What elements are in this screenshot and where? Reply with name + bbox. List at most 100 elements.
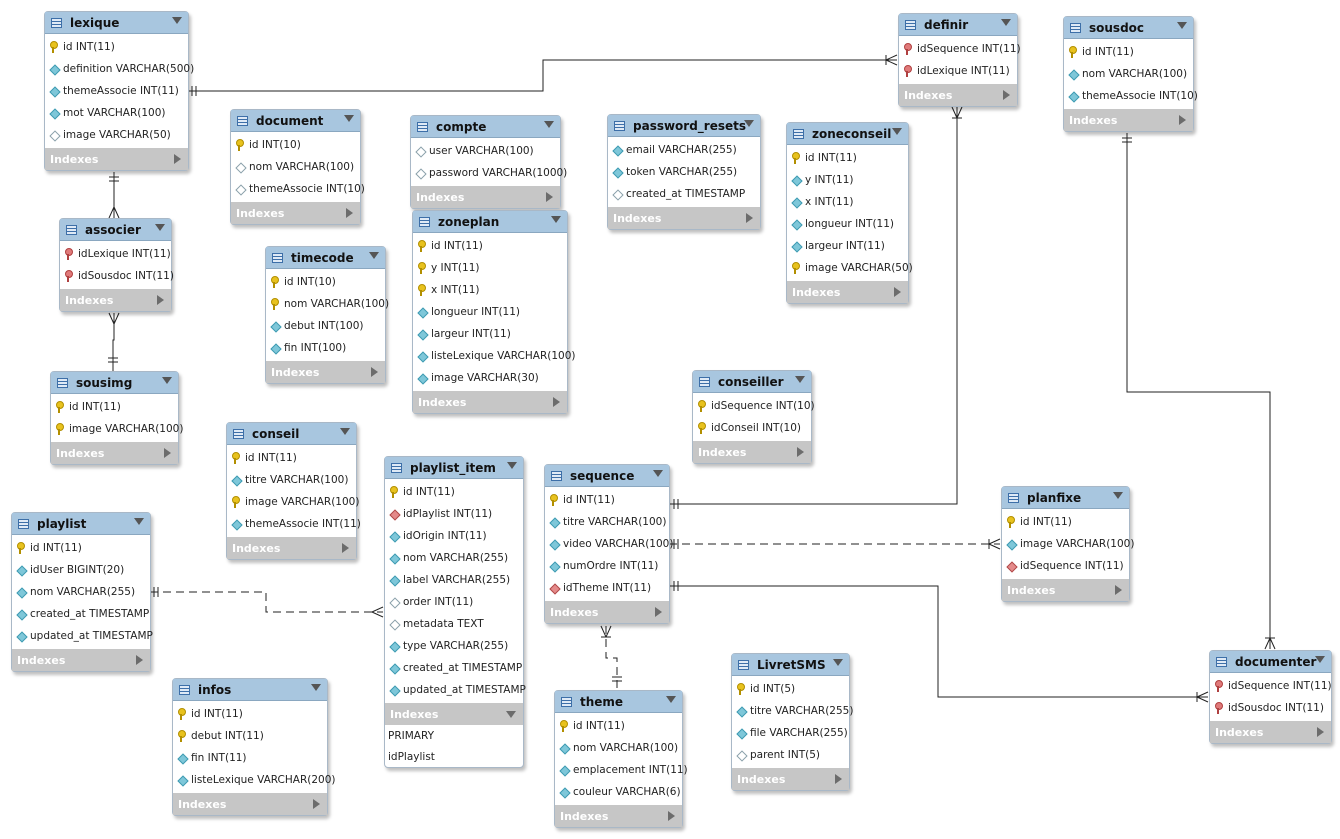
table-header[interactable]: infos: [173, 679, 327, 701]
column-row[interactable]: id INT(11): [12, 537, 150, 559]
table-header[interactable]: definir: [899, 14, 1017, 36]
collapse-toggle-icon[interactable]: [1113, 492, 1123, 499]
indexes-section[interactable]: Indexes: [1210, 721, 1331, 743]
expand-arrow-icon[interactable]: [655, 607, 662, 617]
table-header[interactable]: documenter: [1210, 651, 1331, 673]
column-row[interactable]: titre VARCHAR(100): [227, 469, 356, 491]
column-row[interactable]: nom VARCHAR(255): [12, 581, 150, 603]
table-header[interactable]: zoneplan: [413, 211, 567, 233]
expand-arrow-icon[interactable]: [157, 295, 164, 305]
column-row[interactable]: id INT(11): [51, 396, 178, 418]
collapse-toggle-icon[interactable]: [1315, 656, 1325, 663]
column-row[interactable]: x INT(11): [787, 191, 908, 213]
column-row[interactable]: largeur INT(11): [787, 235, 908, 257]
column-row[interactable]: idSousdoc INT(11): [60, 265, 174, 287]
column-row[interactable]: y INT(11): [787, 169, 908, 191]
column-row[interactable]: idUser BIGINT(20): [12, 559, 150, 581]
column-row[interactable]: fin INT(100): [266, 337, 385, 359]
column-row[interactable]: themeAssocie INT(11): [45, 80, 188, 102]
column-row[interactable]: metadata TEXT: [385, 613, 523, 635]
table-header[interactable]: compte: [411, 116, 560, 138]
column-row[interactable]: idLexique INT(11): [60, 243, 171, 265]
indexes-section[interactable]: Indexes: [1064, 109, 1193, 131]
collapse-toggle-icon[interactable]: [544, 121, 554, 128]
expand-arrow-icon[interactable]: [746, 213, 753, 223]
column-row[interactable]: debut INT(11): [173, 725, 327, 747]
column-row[interactable]: idOrigin INT(11): [385, 525, 523, 547]
column-row[interactable]: id INT(11): [413, 235, 567, 257]
column-row[interactable]: id INT(10): [266, 271, 385, 293]
expand-arrow-icon[interactable]: [1003, 90, 1010, 100]
column-row[interactable]: id INT(10): [231, 134, 360, 156]
column-row[interactable]: numOrdre INT(11): [545, 555, 669, 577]
column-row[interactable]: created_at TIMESTAMP: [12, 603, 150, 625]
column-row[interactable]: nom VARCHAR(100): [231, 156, 360, 178]
indexes-section[interactable]: Indexes: [545, 601, 669, 623]
column-row[interactable]: idSequence INT(11): [1210, 675, 1332, 697]
indexes-section[interactable]: Indexes: [899, 84, 1017, 106]
table-header[interactable]: password_resets: [608, 115, 760, 137]
table-header[interactable]: document: [231, 110, 360, 132]
column-row[interactable]: idSequence INT(11): [899, 38, 1021, 60]
column-row[interactable]: themeAssocie INT(10): [231, 178, 365, 200]
collapse-toggle-icon[interactable]: [344, 115, 354, 122]
column-row[interactable]: video VARCHAR(100): [545, 533, 673, 555]
expand-arrow-icon[interactable]: [1179, 115, 1186, 125]
column-row[interactable]: idTheme INT(11): [545, 577, 669, 599]
collapse-toggle-icon[interactable]: [172, 17, 182, 24]
indexes-section[interactable]: Indexes: [12, 649, 150, 671]
indexes-section[interactable]: Indexes: [1002, 579, 1129, 601]
table-header[interactable]: playlist_item: [385, 457, 523, 479]
table-header[interactable]: playlist: [12, 513, 150, 535]
indexes-section[interactable]: Indexes: [173, 793, 327, 815]
column-row[interactable]: id INT(11): [787, 147, 908, 169]
collapse-toggle-icon[interactable]: [744, 120, 754, 127]
column-row[interactable]: themeAssocie INT(11): [227, 513, 361, 535]
column-row[interactable]: emplacement INT(11): [555, 759, 688, 781]
column-row[interactable]: id INT(11): [1064, 41, 1193, 63]
collapse-toggle-icon[interactable]: [155, 224, 165, 231]
column-row[interactable]: listeLexique VARCHAR(200): [173, 769, 335, 791]
indexes-section[interactable]: Indexes: [608, 207, 760, 229]
column-row[interactable]: image VARCHAR(100): [51, 418, 183, 440]
column-row[interactable]: user VARCHAR(100): [411, 140, 560, 162]
expand-arrow-icon[interactable]: [797, 447, 804, 457]
collapse-toggle-icon[interactable]: [340, 428, 350, 435]
indexes-section[interactable]: Indexes: [385, 703, 523, 725]
expand-arrow-icon[interactable]: [1317, 727, 1324, 737]
expand-arrow-icon[interactable]: [136, 655, 143, 665]
column-row[interactable]: created_at TIMESTAMP: [385, 657, 523, 679]
column-row[interactable]: image VARCHAR(100): [227, 491, 359, 513]
column-row[interactable]: updated_at TIMESTAMP: [385, 679, 526, 701]
expand-arrow-icon[interactable]: [835, 774, 842, 784]
indexes-section[interactable]: Indexes: [266, 361, 385, 383]
expanded-arrow-icon[interactable]: [506, 711, 516, 718]
table-header[interactable]: LivretSMS: [732, 654, 849, 676]
column-row[interactable]: id INT(11): [385, 481, 523, 503]
indexes-section[interactable]: Indexes: [60, 289, 171, 311]
column-row[interactable]: id INT(5): [732, 678, 849, 700]
column-row[interactable]: image VARCHAR(100): [1002, 533, 1134, 555]
expand-arrow-icon[interactable]: [894, 287, 901, 297]
collapse-toggle-icon[interactable]: [311, 684, 321, 691]
collapse-toggle-icon[interactable]: [666, 696, 676, 703]
table-header[interactable]: sousdoc: [1064, 17, 1193, 39]
column-row[interactable]: file VARCHAR(255): [732, 722, 849, 744]
column-row[interactable]: titre VARCHAR(255): [732, 700, 853, 722]
column-row[interactable]: idConseil INT(10): [693, 417, 811, 439]
expand-arrow-icon[interactable]: [174, 154, 181, 164]
column-row[interactable]: email VARCHAR(255): [608, 139, 760, 161]
table-header[interactable]: planfixe: [1002, 487, 1129, 509]
column-row[interactable]: y INT(11): [413, 257, 567, 279]
column-row[interactable]: debut INT(100): [266, 315, 385, 337]
